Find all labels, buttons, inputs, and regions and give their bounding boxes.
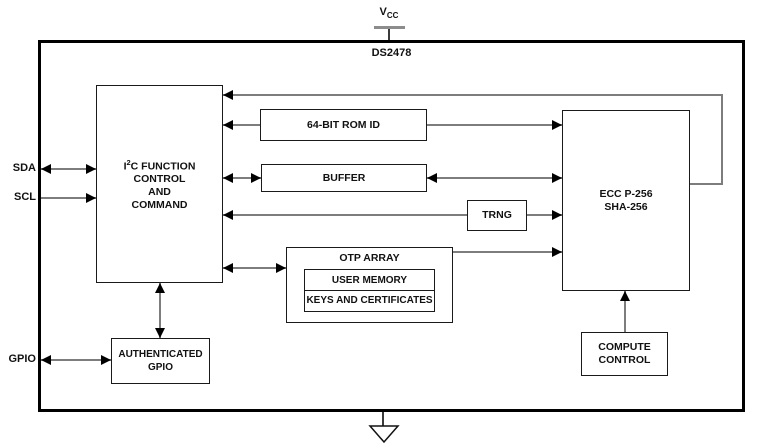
connector-gpio [41, 359, 111, 361]
connector-trng-to-ecc [527, 214, 562, 216]
arrowhead-otp-into-i2c [223, 263, 233, 273]
arrowhead-authgpio-into-i2c [155, 283, 165, 293]
connector-buffer-ecc [427, 177, 562, 179]
block-ecc-sha: ECC P-256 SHA-256 [562, 110, 690, 291]
pin-label-gpio: GPIO [8, 353, 36, 365]
block-buffer: BUFFER [261, 164, 427, 192]
arrowhead-feedback-into-i2c [223, 90, 233, 100]
pin-label-scl: SCL [14, 191, 36, 203]
arrowhead-trng-into-ecc [552, 210, 562, 220]
block-rom-id: 64-BIT ROM ID [260, 109, 427, 141]
arrowhead-i2c-into-buffer [251, 173, 261, 183]
vcc-label: VCC [379, 6, 399, 21]
vcc-wire [388, 29, 390, 40]
arrowhead-sda-left [41, 164, 51, 174]
arrowhead-trng-into-i2c [223, 210, 233, 220]
arrowhead-compute-into-ecc [620, 291, 630, 301]
connector-sda [41, 168, 96, 170]
connector-otp-i2c [223, 267, 286, 269]
arrowhead-i2c-into-authgpio [155, 328, 165, 338]
arrowhead-rom-into-ecc [552, 120, 562, 130]
arrowhead-sda-right [86, 164, 96, 174]
connector-ecc-feedback-right [721, 94, 723, 185]
connector-scl [41, 197, 96, 199]
connector-rom-to-i2c [223, 124, 260, 126]
connector-ecc-feedback-top [223, 94, 723, 96]
connector-compute-to-ecc [624, 291, 626, 332]
chip-title: DS2478 [371, 47, 412, 59]
otp-array-title: OTP ARRAY [339, 252, 400, 264]
arrowhead-ecc-into-buffer [427, 173, 437, 183]
arrowhead-scl-right [86, 193, 96, 203]
block-trng: TRNG [467, 200, 527, 231]
ground-icon [368, 425, 400, 444]
ground-wire [382, 412, 384, 426]
arrowhead-buffer-into-ecc [552, 173, 562, 183]
block-i2c-line2: CONTROL [133, 173, 186, 186]
block-user-memory: USER MEMORY [304, 269, 435, 291]
arrowhead-otp-into-ecc [552, 247, 562, 257]
connector-i2c-authgpio [159, 283, 161, 338]
connector-trng-to-i2c [223, 214, 467, 216]
arrowhead-gpio-left [41, 355, 51, 365]
block-i2c-line1: I2C FUNCTION [123, 157, 196, 173]
connector-rom-to-ecc [427, 124, 562, 126]
block-compute-control: COMPUTE CONTROL [581, 332, 668, 376]
block-i2c-line3: AND [148, 186, 171, 199]
pin-label-sda: SDA [12, 162, 36, 174]
arrowhead-rom-into-i2c [223, 120, 233, 130]
arrowhead-gpio-right [101, 355, 111, 365]
arrowhead-i2c-into-otp [276, 263, 286, 273]
connector-buffer-i2c [223, 177, 261, 179]
block-otp-array: OTP ARRAY USER MEMORY KEYS AND CERTIFICA… [286, 247, 453, 323]
connector-otp-to-ecc [453, 251, 562, 253]
block-keys-certificates: KEYS AND CERTIFICATES [304, 289, 435, 312]
block-authenticated-gpio: AUTHENTICATED GPIO [111, 338, 210, 384]
block-i2c-line4: COMMAND [131, 199, 188, 212]
connector-ecc-feedback-stub [690, 183, 723, 185]
arrowhead-buffer-into-i2c [223, 173, 233, 183]
vcc-rail-icon [374, 26, 405, 29]
block-i2c-function: I2C FUNCTION CONTROL AND COMMAND [96, 85, 223, 283]
